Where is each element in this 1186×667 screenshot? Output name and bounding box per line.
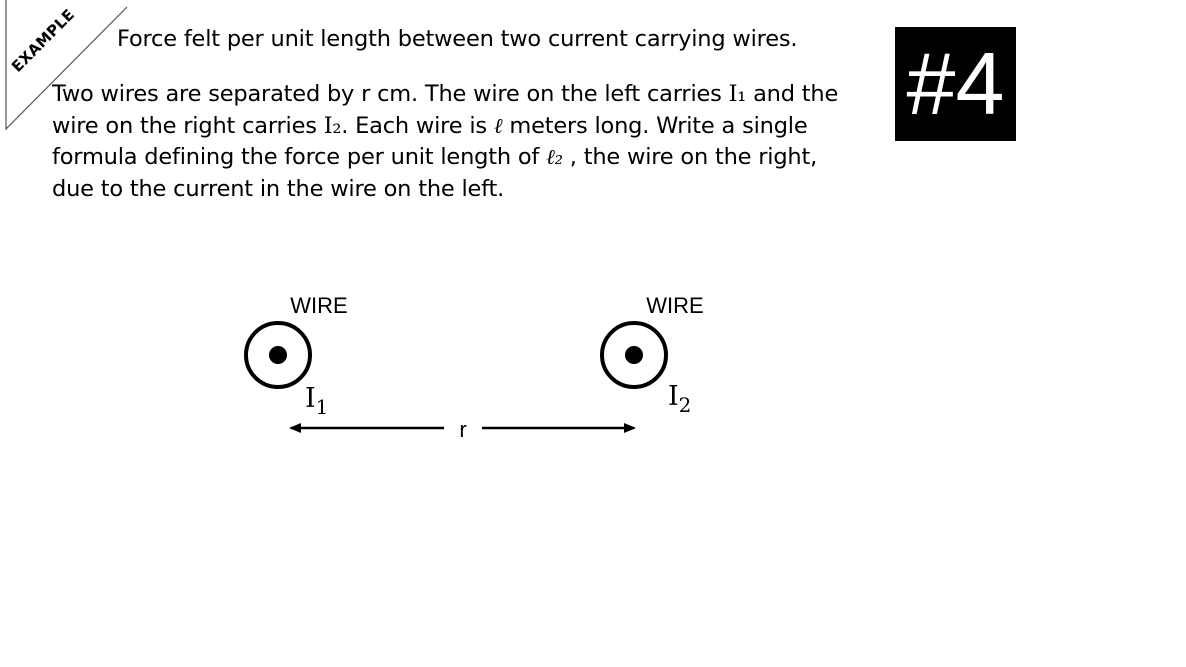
current-i2-symbol: I₂ [323, 112, 342, 139]
problem-text: wire on the right carries [52, 112, 324, 139]
length-2-symbol: ℓ₂ [546, 145, 563, 169]
right-wire-symbol [600, 321, 668, 389]
problem-text: and the [746, 81, 839, 107]
problem-line-1: Two wires are separated by r cm. The wir… [52, 79, 892, 111]
separation-label: r [459, 417, 466, 442]
example-title: Force felt per unit length between two c… [117, 26, 798, 52]
current-right-label: I2 [668, 381, 691, 417]
problem-statement: Two wires are separated by r cm. The wir… [52, 79, 892, 205]
current-out-of-page-dot-icon [625, 346, 643, 364]
length-symbol: ℓ [493, 113, 503, 138]
right-wire-circle [600, 321, 668, 389]
problem-text: meters long. Write a single [502, 112, 808, 139]
problem-line-4: due to the current in the wire on the le… [52, 175, 505, 202]
problem-number-badge: #4 [895, 27, 1016, 141]
current-out-of-page-dot-icon [269, 346, 287, 364]
left-wire-circle [244, 321, 312, 389]
current-i1-symbol: I₁ [728, 81, 747, 107]
example-corner-banner [5, 0, 128, 131]
left-wire-symbol [244, 321, 312, 389]
problem-line-3: formula defining the force per unit leng… [52, 142, 892, 174]
problem-line-2: wire on the right carries I₂. Each wire … [52, 111, 892, 143]
problem-text: . Each wire is [341, 112, 494, 139]
problem-text: , the wire on the right, [562, 144, 818, 170]
left-wire-label: WIRE [290, 293, 347, 318]
current-left-label: I1 [305, 383, 328, 419]
banner-border [5, 0, 128, 131]
problem-text: Two wires are separated by r cm. The wir… [52, 81, 729, 107]
right-wire-label: WIRE [646, 293, 703, 318]
problem-text: formula defining the force per unit leng… [52, 144, 547, 170]
